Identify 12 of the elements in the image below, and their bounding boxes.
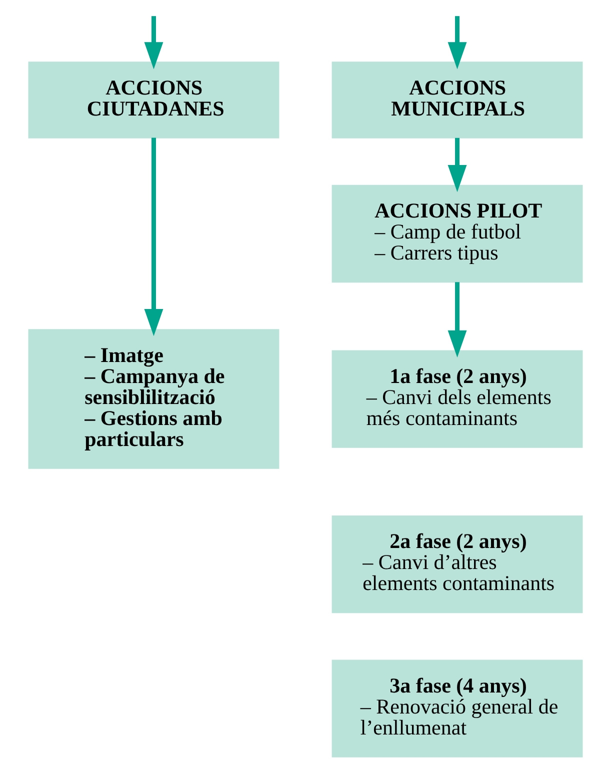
arrow [447,282,466,358]
node-box: – Imatge – Campanya de sensiblilització – Gestions amb particulars [28,329,279,469]
node-box: 2a fase (2 anys) – Canvi d’altres elements contaminants [331,515,582,614]
node-box: 1a fase (2 anys) – Canvi dels elements més contaminants [331,350,582,448]
node-box: ACCIONS CIUTADANES [28,62,279,138]
node-box: ACCIONS MUNICIPALS [331,62,582,138]
arrow [144,16,163,70]
arrow [144,138,163,336]
arrow [447,16,466,70]
node-box: 3a fase (4 anys) – Renovació general de l’enllumenat [331,660,582,758]
node-box: ACCIONS PILOT – Camp de futbol – Carrers tipus [331,184,582,283]
arrow [447,138,466,192]
